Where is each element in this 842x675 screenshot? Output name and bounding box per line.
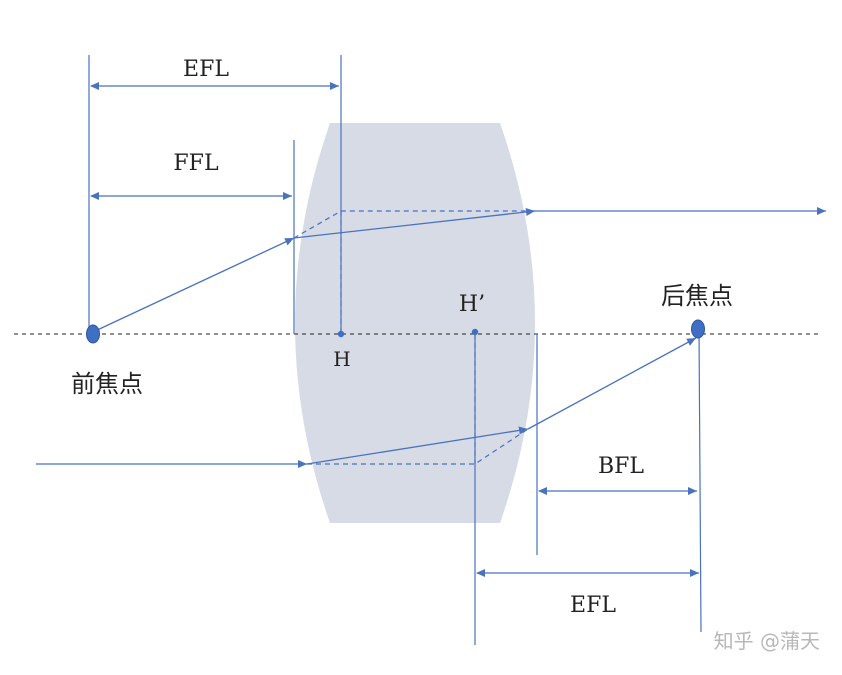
watermark-text: 知乎 @蒲天: [714, 629, 820, 653]
rear-focus-extension-line: [698, 329, 702, 633]
front-focal-point: [86, 324, 100, 344]
rear-focal-point: [691, 319, 705, 339]
upper-ray-inside-lens: [293, 208, 536, 239]
rear-focus-label: 后焦点: [661, 282, 733, 310]
lower-ray-inside-lens: [306, 426, 529, 465]
efl-rear-label: EFL: [570, 593, 616, 618]
h-prime-label: H’: [459, 292, 485, 317]
lower-ray-construction-dashes: [307, 428, 529, 465]
principal-point-h-prime: [471, 328, 479, 336]
front-focus-label: 前焦点: [71, 370, 143, 398]
efl-front-label: EFL: [183, 57, 229, 82]
lens-body: [295, 123, 535, 523]
lower-ray-exit: [527, 337, 697, 430]
upper-ray-incident: [92, 237, 295, 333]
ffl-label: FFL: [173, 151, 219, 176]
bfl-label: BFL: [598, 454, 644, 479]
h-label: H: [333, 347, 350, 371]
principal-point-h: [337, 330, 345, 338]
